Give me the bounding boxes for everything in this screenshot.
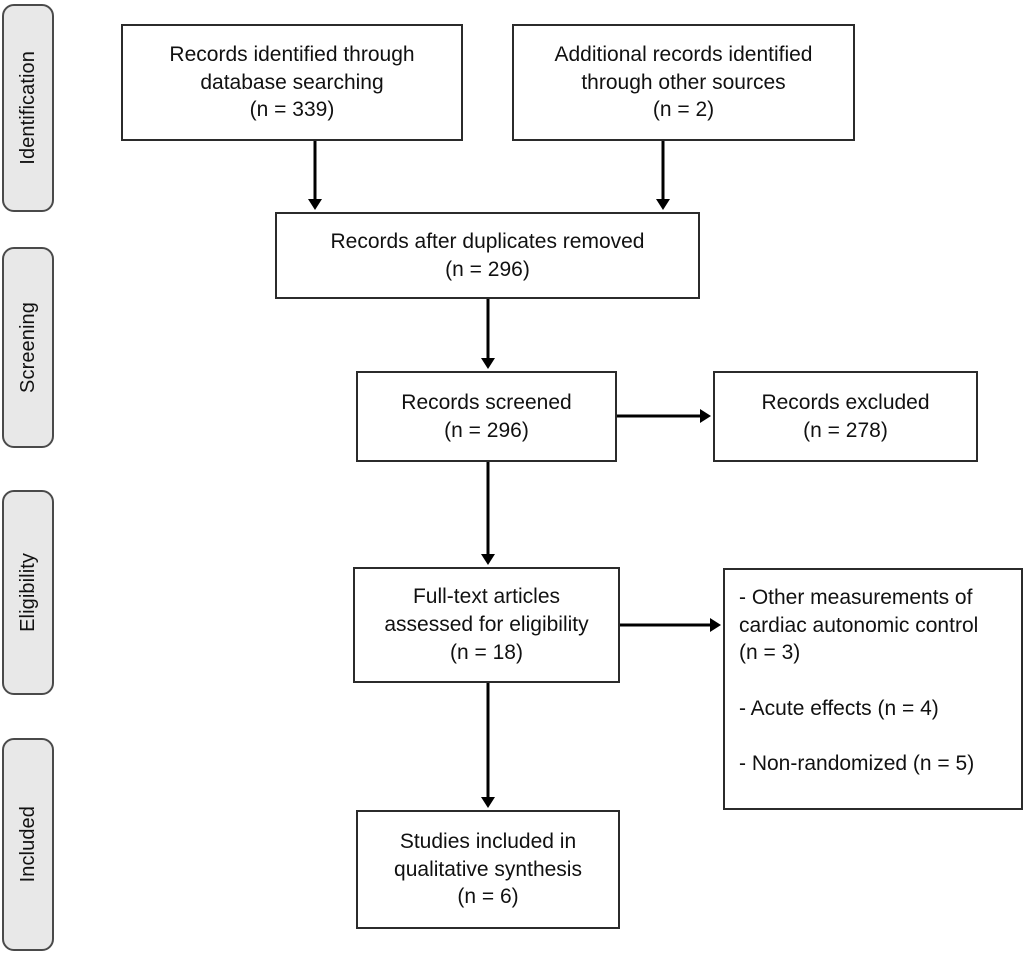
flow-box-text: Full-text articles assessed for eligibil… <box>384 585 589 664</box>
flow-box-text: Records after duplicates removed (n = 29… <box>330 229 645 281</box>
flow-box-records-after-duplicates: Records after duplicates removed (n = 29… <box>275 212 700 299</box>
flow-box-text: Records screened (n = 296) <box>401 390 572 442</box>
flow-box-text: Records excluded (n = 278) <box>761 390 930 442</box>
connector-arrow-fulltext-to-included <box>468 683 508 808</box>
stage-label-included: Included <box>2 738 54 951</box>
stage-label-text: Identification <box>17 51 39 165</box>
stage-label-identification: Identification <box>2 4 54 212</box>
stage-label-text: Eligibility <box>17 553 39 632</box>
flow-box-records-identified-other: Additional records identified through ot… <box>512 24 855 141</box>
flow-box-records-excluded: Records excluded (n = 278) <box>713 371 978 462</box>
connector-arrow-fulltext-to-reasons <box>620 605 721 645</box>
flow-box-fulltext-excluded-reasons: - Other measurements of cardiac autonomi… <box>723 568 1023 810</box>
stage-label-text: Screening <box>17 302 39 393</box>
flow-box-text: Records identified through database sear… <box>169 42 415 122</box>
flow-box-records-identified-database: Records identified through database sear… <box>121 24 463 141</box>
connector-arrow-database-to-duplicates <box>295 141 335 210</box>
stage-label-eligibility: Eligibility <box>2 490 54 695</box>
flow-box-fulltext-assessed: Full-text articles assessed for eligibil… <box>353 567 620 683</box>
stage-label-screening: Screening <box>2 247 54 448</box>
connector-arrow-duplicates-to-screened <box>468 299 508 369</box>
flow-box-records-screened: Records screened (n = 296) <box>356 371 617 462</box>
flow-box-text: - Other measurements of cardiac autonomi… <box>739 586 979 776</box>
flow-box-studies-included-qualitative: Studies included in qualitative synthesi… <box>356 810 620 929</box>
flow-box-text: Additional records identified through ot… <box>554 42 813 122</box>
connector-arrow-other-to-duplicates <box>643 141 683 210</box>
flow-box-text: Studies included in qualitative synthesi… <box>394 829 582 909</box>
stage-label-text: Included <box>17 806 39 883</box>
connector-arrow-screened-to-fulltext <box>468 462 508 565</box>
connector-arrow-screened-to-excluded <box>617 396 711 436</box>
